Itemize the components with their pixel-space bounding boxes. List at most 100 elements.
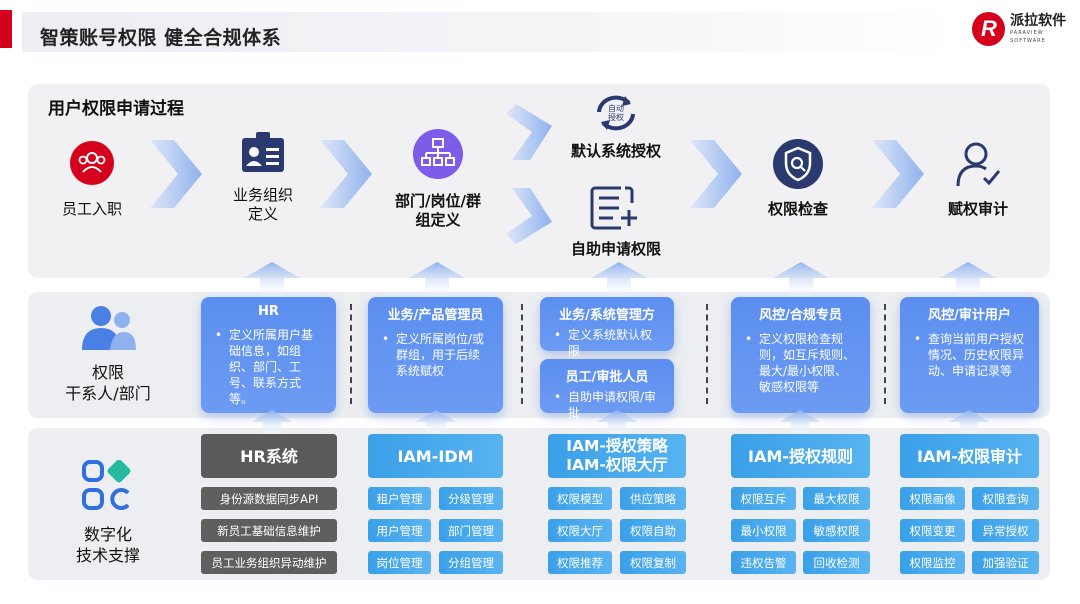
title-banner (22, 12, 954, 52)
step-org-define: 业务组织定义 (218, 130, 308, 224)
step-label: 自助申请权限 (570, 240, 661, 258)
chevron-right-icon (320, 140, 372, 208)
step-label: 业务组织定义 (232, 186, 293, 223)
tech-panel (28, 428, 1050, 580)
role-card-product-admin: 业务/产品管理员 •定义所属岗位/或群组，用于后续系统赋权 (368, 297, 503, 413)
arrow-up-icon (779, 410, 821, 434)
step-label: 默认系统授权 (570, 142, 661, 160)
role-card-auditor: 风控/审计用户 •查询当前用户授权情况、历史权限异动、申请记录等 (900, 297, 1039, 413)
role-desc: 定义权限检查规则，如互斥规则、最大/最小权限、敏感权限等 (759, 332, 856, 394)
step-audit: 赋权审计 (932, 138, 1024, 219)
feature-chip: 分组管理 (439, 551, 503, 574)
feature-chip: 权限变更 (900, 519, 965, 542)
feature-chip: 分级管理 (439, 487, 503, 510)
role-title: 业务/系统管理方 (559, 308, 655, 323)
feature-chip: 新员工基础信息维护 (201, 519, 337, 542)
step-label: 权限检查 (767, 200, 828, 218)
system-iam-audit: IAM-权限审计 (900, 434, 1039, 478)
role-title: 业务/产品管理员 (387, 308, 484, 323)
people-icon (82, 306, 136, 350)
role-title: 风控/合规专员 (759, 308, 842, 323)
feature-chip: 权限推荐 (548, 551, 612, 574)
feature-chip: 加强验证 (972, 551, 1039, 574)
accent-bar (0, 10, 12, 48)
feature-chip: 租户管理 (368, 487, 431, 510)
arrow-up-icon (415, 410, 457, 434)
chevron-right-icon (150, 140, 202, 208)
stakeholder-label: 权限干系人/部门 (65, 363, 151, 403)
form-add-icon (590, 186, 637, 230)
process-panel (28, 84, 1050, 278)
role-card-hr: HR •定义所属用户基础信息，如组织、部门、工号、联系方式等。 (201, 297, 336, 413)
arrow-up-icon (591, 262, 647, 296)
arrow-up-icon (409, 262, 465, 296)
arrow-up-icon (940, 262, 996, 296)
system-iam-rules: IAM-授权规则 (731, 434, 870, 478)
chevron-right-icon (872, 140, 924, 208)
feature-chip: 权限大厅 (548, 519, 612, 542)
feature-chip: 权限互斥 (731, 487, 796, 510)
feature-chip: 权限自助 (620, 519, 686, 542)
team-icon (70, 141, 114, 185)
arrow-up-icon (244, 262, 300, 296)
role-desc: 定义所属用户基础信息，如组织、部门、工号、联系方式等。 (229, 328, 314, 406)
role-card-approver: 员工/审批人员 •自助申请权限/审批 (540, 359, 674, 420)
feature-chip: 最大权限 (803, 487, 870, 510)
logo-subtitle: PARAVIEW SOFTWARE (1010, 30, 1046, 44)
feature-chip: 违权告警 (731, 551, 796, 574)
logo-name: 派拉软件 (1010, 13, 1067, 29)
role-card-system-admin: 业务/系统管理方 •定义系统默认权限 (540, 297, 674, 358)
user-check-icon (956, 142, 1001, 187)
process-title: 用户权限申请过程 (48, 99, 184, 119)
arrow-up-icon (251, 410, 293, 434)
feature-chip: 用户管理 (368, 519, 431, 542)
org-chart-icon (413, 129, 463, 179)
auto-grant-icon: 自动授权 (591, 92, 641, 134)
brand-logo: R 派拉软件 PARAVIEW SOFTWARE (972, 12, 1080, 46)
feature-chip: 员工业务组织异动维护 (201, 551, 337, 574)
divider (884, 304, 886, 404)
feature-chip: 权限查询 (972, 487, 1039, 510)
role-title: HR (258, 304, 279, 319)
arrow-up-icon (948, 410, 990, 434)
feature-chip: 权限复制 (620, 551, 686, 574)
step-default-grant: 自动授权 默认系统授权 (560, 92, 672, 161)
step-self-apply: 自助申请权限 (560, 184, 672, 259)
role-card-compliance: 风控/合规专员 •定义权限检查规则，如互斥规则、最大/最小权限、敏感权限等 (731, 297, 870, 413)
chevron-up-right-icon (506, 104, 552, 160)
divider (521, 304, 523, 404)
feature-chip: 权限画像 (900, 487, 965, 510)
step-onboard: 员工入职 (52, 140, 132, 219)
feature-chip: 权限监控 (900, 551, 965, 574)
feature-chip: 回收检测 (803, 551, 870, 574)
step-dept-define: 部门/岗位/群组定义 (378, 128, 498, 230)
feature-chip: 敏感权限 (803, 519, 870, 542)
feature-chip: 供应策略 (620, 487, 686, 510)
step-label: 员工入职 (61, 200, 122, 218)
step-label: 部门/岗位/群组定义 (395, 192, 481, 229)
shield-search-icon (773, 139, 823, 189)
feature-chip: 身份源数据同步API (201, 487, 337, 510)
divider (706, 304, 708, 404)
role-desc: 查询当前用户授权情况、历史权限异动、申请记录等 (928, 332, 1025, 378)
logo-mark-icon: R (972, 12, 1006, 46)
role-title: 风控/审计用户 (928, 308, 1011, 323)
apps-icon (82, 460, 131, 510)
role-desc: 定义系统默认权限 (568, 328, 653, 358)
id-card-icon (242, 132, 284, 172)
chevron-right-icon (690, 140, 742, 208)
feature-chip: 岗位管理 (368, 551, 431, 574)
tech-label: 数字化技术支撑 (75, 525, 140, 565)
role-title: 员工/审批人员 (565, 370, 649, 385)
step-label: 赋权审计 (947, 200, 1008, 218)
step-permission-check: 权限检查 (752, 138, 844, 219)
divider (350, 304, 352, 404)
system-hr: HR系统 (201, 434, 337, 478)
feature-chip: 权限模型 (548, 487, 612, 510)
stakeholder-panel (28, 292, 1050, 418)
feature-chip: 部门管理 (439, 519, 503, 542)
arrow-up-icon (773, 262, 829, 296)
system-iam-idm: IAM-IDM (368, 434, 503, 478)
chevron-down-right-icon (506, 188, 552, 244)
